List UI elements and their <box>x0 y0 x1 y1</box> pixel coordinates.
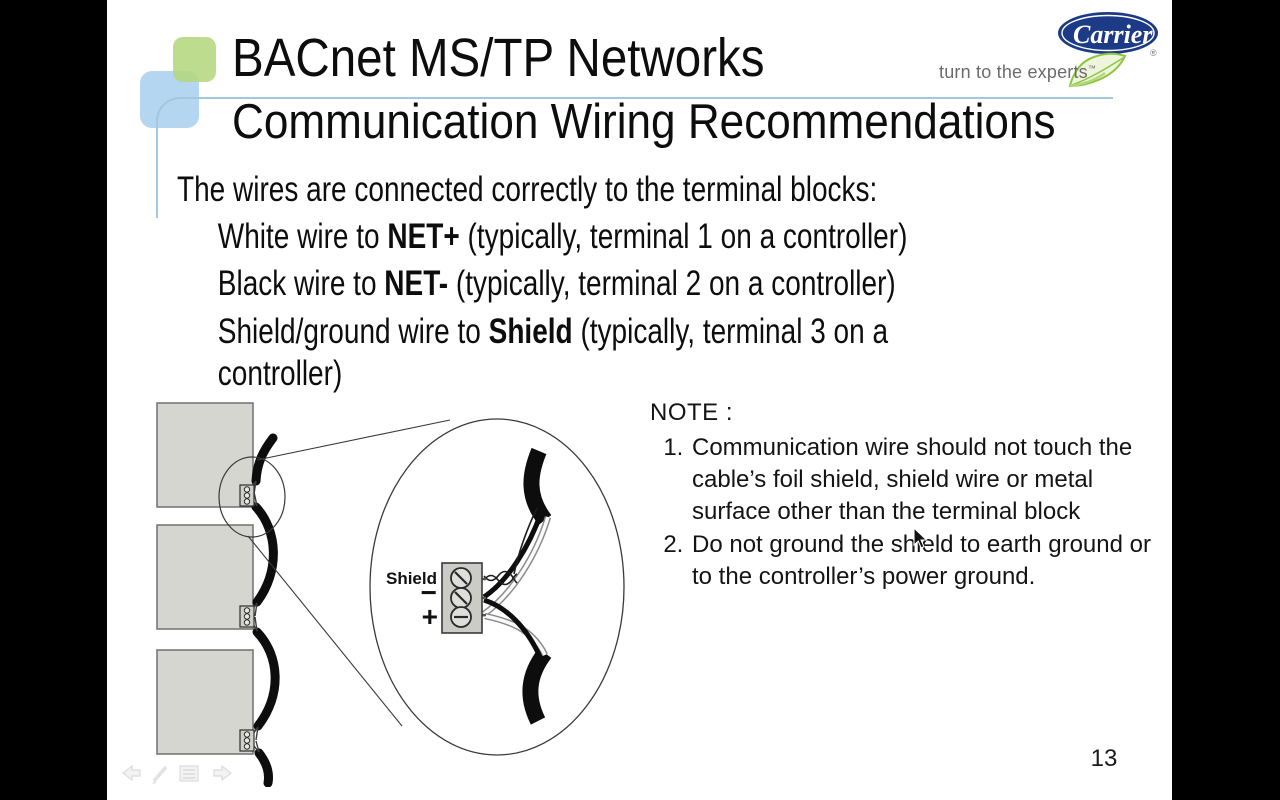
body-item-shield: Shield/ground wire to Shield (typically,… <box>177 307 1009 395</box>
forward-arrow-icon[interactable] <box>213 764 232 782</box>
body-text: The wires are connected correctly to the… <box>177 166 1073 395</box>
controller-box <box>156 524 254 630</box>
trademark-mark: ™ <box>1087 64 1097 73</box>
item-text: (typically, terminal 1 on a controller) <box>459 217 908 256</box>
terminal-block <box>239 484 255 507</box>
carrier-logo-graphic <box>1058 12 1158 88</box>
item-text: (typically, terminal 3 on a controller) <box>217 312 889 393</box>
logo-tagline: turn to the experts™ <box>939 62 1096 83</box>
wiring-diagram: Shield − + <box>156 402 625 787</box>
leaf-icon <box>1068 52 1127 88</box>
controller-boxes <box>156 402 254 755</box>
magnifier-source-circle <box>218 456 286 538</box>
shield-wire-twist <box>483 507 538 586</box>
terminal-screws <box>450 567 472 628</box>
shield-label: Shield <box>386 569 437 588</box>
controller-box <box>156 649 254 755</box>
back-arrow-icon[interactable] <box>122 764 141 782</box>
carrier-logo: Carrier ® turn to the experts™ <box>935 6 1165 92</box>
net-minus-term: NET- <box>384 264 449 303</box>
note-list: Communication wire should not touch the … <box>650 432 1155 593</box>
slide: BACnet MS/TP Networks Communication Wiri… <box>107 0 1172 800</box>
slide-subtitle: Communication Wiring Recommendations <box>232 95 1056 149</box>
network-cable <box>251 433 280 787</box>
magnifier-callout-lines <box>247 419 451 727</box>
white-wires <box>482 516 552 657</box>
body-intro: The wires are connected correctly to the… <box>177 170 878 209</box>
menu-icon[interactable] <box>179 765 199 782</box>
pen-icon[interactable] <box>152 765 168 784</box>
minus-label: − <box>421 577 437 608</box>
net-plus-term: NET+ <box>387 217 460 256</box>
registered-mark: ® <box>1150 48 1157 58</box>
slide-title: BACnet MS/TP Networks <box>232 28 765 88</box>
terminal-block <box>239 605 255 628</box>
tagline-text: turn to the experts <box>939 62 1088 82</box>
page-number: 13 <box>1090 745 1118 772</box>
body-item-net-minus: Black wire to NET- (typically, terminal … <box>177 260 1073 307</box>
item-text: (typically, terminal 2 on a controller) <box>448 264 896 303</box>
item-text: White wire to <box>217 217 388 256</box>
letterbox-left <box>0 0 107 800</box>
plus-label: + <box>422 601 438 632</box>
terminal-blocks <box>239 484 255 752</box>
carrier-ellipse <box>1058 12 1158 54</box>
terminal-block <box>239 729 255 752</box>
note-item: Communication wire should not touch the … <box>690 432 1160 528</box>
shield-term: Shield <box>488 312 573 351</box>
note-block: NOTE : Communication wire should not tou… <box>650 398 1155 594</box>
magnified-terminal-detail: Shield − + <box>386 447 552 725</box>
cable-jacket-bottom <box>522 648 552 725</box>
body-item-net-plus: White wire to NET+ (typically, terminal … <box>177 213 1073 260</box>
item-text: Shield/ground wire to <box>217 312 489 351</box>
note-heading: NOTE : <box>650 399 734 426</box>
title-divider-line <box>156 97 1113 218</box>
presenter-toolbar <box>122 764 232 784</box>
letterbox-right <box>1172 0 1280 800</box>
accent-square-green <box>173 37 216 82</box>
carrier-wordmark: Carrier <box>1073 20 1153 49</box>
controller-box <box>156 402 254 508</box>
item-text: Black wire to <box>217 264 385 303</box>
mouse-cursor-icon <box>913 527 928 549</box>
